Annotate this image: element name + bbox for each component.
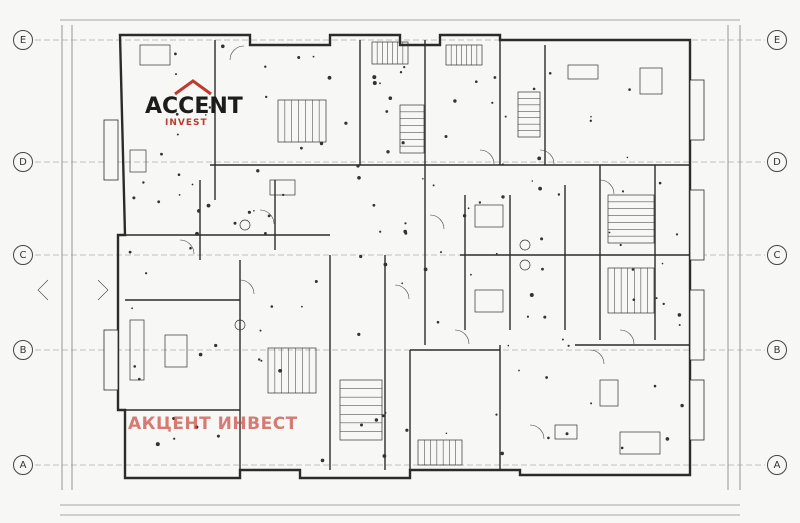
accent-invest-logo: ACCENT INVEST: [145, 78, 243, 136]
room-fixtures: [129, 44, 663, 455]
axis-label-left-2: C: [13, 245, 33, 265]
inner-walls: [125, 40, 690, 470]
logo-main-text: ACCENT: [145, 94, 243, 119]
dimension-lines: [60, 19, 741, 516]
axis-label-right-4: A: [767, 455, 787, 475]
outer-walls: [116, 33, 692, 480]
window-openings: [103, 79, 705, 441]
electrical-points: [128, 43, 684, 463]
axis-label-right-3: B: [767, 340, 787, 360]
stair-blocks: [267, 41, 655, 466]
axis-label-right-0: E: [767, 30, 787, 50]
door-swings: [179, 45, 635, 440]
axis-label-left-4: A: [13, 455, 33, 475]
axis-label-right-2: C: [767, 245, 787, 265]
watermark-text: АКЦЕНТ ИНВЕСТ: [128, 414, 298, 434]
roof-icon: [174, 79, 212, 96]
axis-arrows: [37, 279, 109, 301]
axis-label-left-3: B: [13, 340, 33, 360]
axis-label-left-1: D: [13, 152, 33, 172]
stair-treads: [274, 42, 654, 465]
axis-label-right-1: D: [767, 152, 787, 172]
axis-label-left-0: E: [13, 30, 33, 50]
logo-sub-text: INVEST: [165, 118, 208, 128]
